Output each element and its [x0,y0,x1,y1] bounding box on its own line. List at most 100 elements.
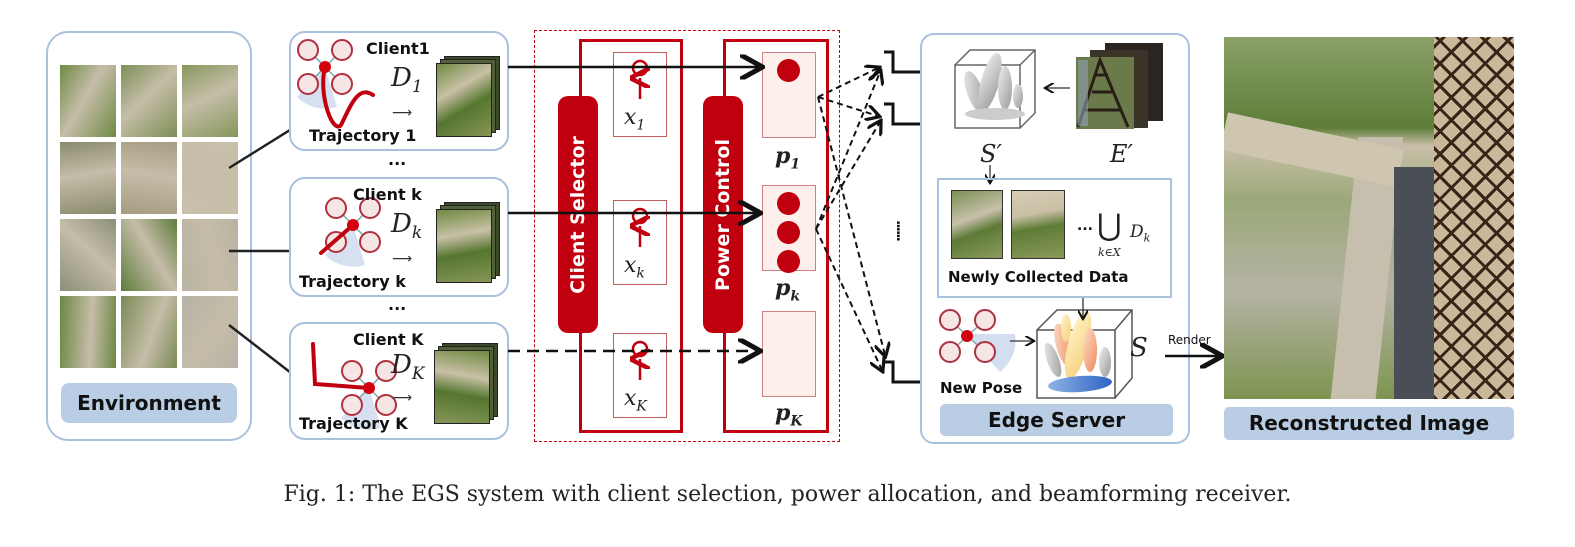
road-branch [1224,112,1405,188]
trajectory-path [311,342,371,390]
var-symbol: x [624,253,637,278]
environment-tile [182,296,238,368]
union-ellipsis: ... [1077,218,1093,234]
client-image-stack [434,343,498,424]
trajectory-path [321,65,375,129]
power-unit-dot [777,250,800,273]
var-symbol: x [624,386,637,411]
client-ellipsis-2: ... [388,295,407,314]
arrow-icon: ⟶ [392,105,413,121]
drone-icon [297,39,375,129]
trajectory-label: Trajectory k [299,272,406,291]
environment-tile [121,219,177,291]
reconstructed-image-label: Reconstructed Image [1224,407,1514,440]
dataset-symbol: D [391,209,412,239]
var-subscript: K [636,398,647,415]
s-prime-symbol: S′ [980,140,1002,168]
environment-label: Environment [61,383,237,423]
var-subscript: k [636,265,645,282]
client-selector-label: Client Selector [567,135,589,294]
s-symbol: S [1130,333,1148,363]
switch-icon [614,59,668,99]
selector-switch: x1 [613,52,667,137]
client-image-stack [436,56,500,137]
union-term-sub: k [1143,231,1151,245]
client-image-stack [436,202,500,283]
environment-tile [182,219,238,291]
collected-image-2 [1011,190,1065,259]
e-prime-symbol: E′ [1110,140,1133,168]
var-subscript: 1 [636,117,646,134]
client-selector-block: Client Selector [558,96,598,333]
union-term: Dk [1130,222,1150,244]
environment-tile [60,219,116,291]
selection-variable: xK [624,386,647,414]
environment-tile [121,142,177,214]
power-control-label: Power Control [712,138,734,291]
power-variable: pK [775,400,803,429]
power-control-block: Power Control [703,96,743,333]
environment-tile [182,65,238,137]
drone-icon [319,197,381,267]
environment-tile [60,296,116,368]
dataset-subscript: K [411,364,425,385]
stack-front-image [436,63,492,137]
var-symbol: x [624,105,637,130]
client-dataset: Dk [391,209,422,243]
var-subscript: 1 [790,156,801,173]
selector-switch: xk [613,200,667,285]
client-name: Client k [353,185,422,204]
render-label: Render [1168,333,1211,347]
dataset-subscript: k [411,223,423,244]
newly-collected-data-box [937,178,1172,298]
receiver-ellipsis: ...... [893,220,909,240]
union-subscript: k∈X [1098,246,1121,259]
trajectory-label: Trajectory 1 [309,126,417,145]
union-symbol: ⋃ [1097,208,1122,243]
selection-variable: xk [624,253,645,281]
stack-front-image [436,209,492,283]
dataset-subscript: 1 [411,77,423,98]
client-ellipsis-1: ... [388,150,407,169]
dataset-symbol: D [391,350,412,380]
power-level-box [762,311,816,397]
power-unit-dot [777,192,800,215]
var-symbol: p [775,400,791,426]
power-unit-dot [777,221,800,244]
environment-tile [60,65,116,137]
environment-image-grid [60,65,240,370]
arrow-icon: ⟶ [392,390,413,406]
new-pose-label: New Pose [940,379,1023,397]
var-symbol: p [775,275,791,301]
client-dataset: D1 [391,63,423,97]
trajectory-label: Trajectory K [299,414,408,433]
power-unit-dot [777,59,800,82]
newly-collected-data-label: Newly Collected Data [948,268,1129,286]
client-name: Client1 [366,39,430,58]
environment-tile [60,142,116,214]
client-name: Client K [353,330,424,349]
figure-caption: Fig. 1: The EGS system with client selec… [283,482,1292,507]
drone-icon [311,342,397,430]
var-subscript: k [790,288,801,305]
collected-image-1 [951,190,1003,259]
power-level-box [762,185,816,273]
arrow-icon: ⟶ [392,251,413,267]
client-dataset: DK [391,350,425,384]
reconstructed-image [1224,37,1514,399]
switch-icon [614,207,668,247]
environment-tile [121,65,177,137]
var-symbol: p [775,143,791,169]
selection-variable: x1 [624,105,645,133]
power-variable: p1 [775,143,800,172]
power-level-box [762,52,816,138]
switch-icon [614,340,668,380]
environment-tile [182,142,238,214]
union-term-symbol: D [1130,222,1144,242]
environment-tile [121,296,177,368]
stack-front-image [434,350,490,424]
dataset-symbol: D [391,63,412,93]
selector-switch: xK [613,333,667,418]
